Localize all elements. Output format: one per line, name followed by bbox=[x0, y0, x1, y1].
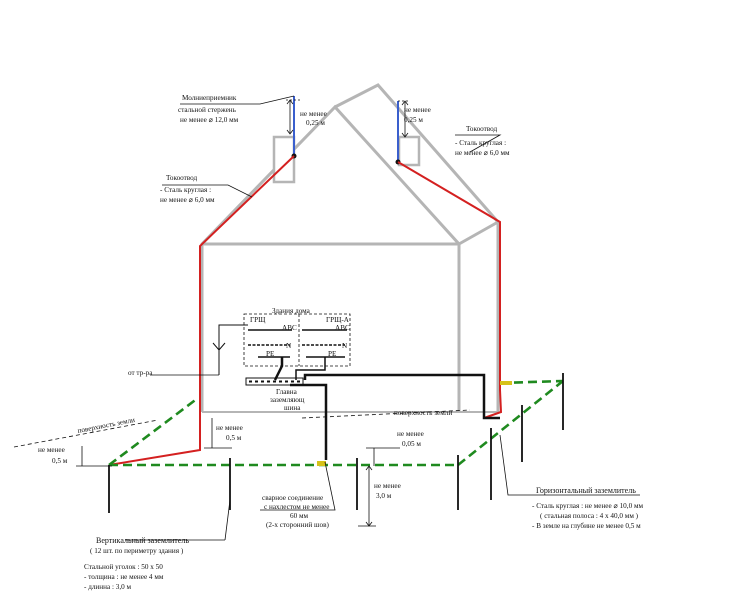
weld-line4: (2-х сторонний шов) bbox=[266, 521, 329, 529]
earth-loop bbox=[108, 379, 564, 467]
rod-length-line2: 3,0 м bbox=[376, 492, 392, 500]
vertical-electrode-line3: - толщина : не менее 4 мм bbox=[84, 573, 164, 581]
horizontal-electrode-title: Горизонтальный заземлитель bbox=[536, 486, 636, 495]
ground-surface-label-left: поверхность земли bbox=[77, 416, 136, 435]
weld-point-right bbox=[500, 381, 512, 385]
panel-n-right: N bbox=[342, 342, 348, 350]
horizontal-electrode-line1: - Сталь круглая : не менее ⌀ 10,0 мм bbox=[532, 502, 644, 510]
vertical-electrode-line2: Стальной уголок : 50 х 50 bbox=[84, 563, 163, 571]
rod-height-right-line1: не менее bbox=[404, 106, 431, 114]
downconductor-left-title: Токоотвод bbox=[166, 174, 198, 182]
weld-point bbox=[317, 461, 326, 466]
vertical-electrode-title: Вертикальный заземлитель bbox=[96, 536, 189, 545]
panel-pe-left: PE bbox=[266, 350, 275, 358]
house-roof-back bbox=[334, 83, 500, 412]
vertical-electrode-line4: - длинна : 3,0 м bbox=[84, 583, 132, 591]
horizontal-electrode-line2: ( стальная полоса : 4 х 40,0 мм ) bbox=[540, 512, 639, 520]
depth-right-line2: 0,05 м bbox=[402, 440, 421, 448]
electrical-panel bbox=[150, 313, 500, 460]
weld-line3: 60 мм bbox=[290, 512, 309, 520]
weld-line2: с нахлестом не менее bbox=[264, 503, 329, 511]
weld-line1: сварное соединение bbox=[262, 494, 323, 502]
chimney-right bbox=[397, 135, 421, 167]
panel-building-label: Здания дома bbox=[272, 307, 311, 315]
ground-surface-line-left bbox=[13, 419, 159, 448]
lightning-rod-line1: стальной стержень bbox=[178, 106, 237, 114]
rod-height-left-line2: 0,25 м bbox=[306, 119, 325, 127]
panel-grsch-a: ГРЩ-А bbox=[326, 316, 350, 324]
downconductor-right-title: Токоотвод bbox=[466, 125, 498, 133]
downconductor-left-line2: не менее ⌀ 6,0 мм bbox=[160, 196, 215, 204]
downconductor-left-line1: - Сталь круглая : bbox=[160, 186, 211, 194]
vertical-electrode-line1: ( 12 шт. по периметру здания ) bbox=[90, 547, 184, 555]
main-bus-line3: шина bbox=[284, 404, 301, 412]
from-transformer-label: от тр-ра bbox=[128, 369, 153, 377]
main-ground-bus bbox=[245, 377, 304, 386]
rod-height-dimensions bbox=[286, 99, 410, 138]
panel-pe-right: PE bbox=[328, 350, 337, 358]
rod-height-right-line2: 0,25 м bbox=[404, 116, 423, 124]
depth-center-line2: 0,5 м bbox=[226, 434, 242, 442]
main-bus-line2: заземляющ bbox=[270, 396, 305, 404]
vertical-electrodes bbox=[108, 373, 564, 513]
depth-left-line1: не менее bbox=[38, 446, 65, 454]
lightning-rod-line2: не менее ⌀ 12,0 мм bbox=[180, 116, 239, 124]
depth-center-line1: не менее bbox=[216, 424, 243, 432]
depth-left-line2: 0,5 м bbox=[52, 457, 68, 465]
ground-surface-line-right bbox=[301, 409, 471, 419]
ground-surface-label-right: поверхность земли bbox=[394, 409, 452, 417]
leader-lines bbox=[162, 95, 502, 198]
house-outline bbox=[200, 83, 500, 413]
panel-n-left: N bbox=[286, 342, 292, 350]
panel-grsch: ГРЩ bbox=[250, 316, 266, 324]
main-bus-line1: Главна bbox=[276, 388, 298, 396]
downconductor-right-line2: не менее ⌀ 6,0 мм bbox=[455, 149, 510, 157]
rod-height-left-line1: не менее bbox=[300, 110, 327, 118]
ground-surface bbox=[13, 409, 471, 448]
panel-frame bbox=[243, 313, 351, 367]
downconductor-left-wire bbox=[108, 155, 295, 466]
lightning-rod-title: Молниеприемник bbox=[182, 94, 237, 102]
panel-abc-right: АВС bbox=[335, 324, 350, 332]
house-side-eave bbox=[458, 220, 499, 246]
downconductor-right-wire bbox=[397, 161, 503, 419]
depth-right-line1: не менее bbox=[397, 430, 424, 438]
panel-abc-left: АВС bbox=[282, 324, 297, 332]
horizontal-electrode-line3: - В земле на глубине не менее 0,5 м bbox=[532, 522, 641, 530]
downconductor-right-line1: - Сталь круглая : bbox=[455, 139, 506, 147]
depth-dimensions bbox=[76, 418, 640, 541]
rod-length-line1: не менее bbox=[374, 482, 401, 490]
